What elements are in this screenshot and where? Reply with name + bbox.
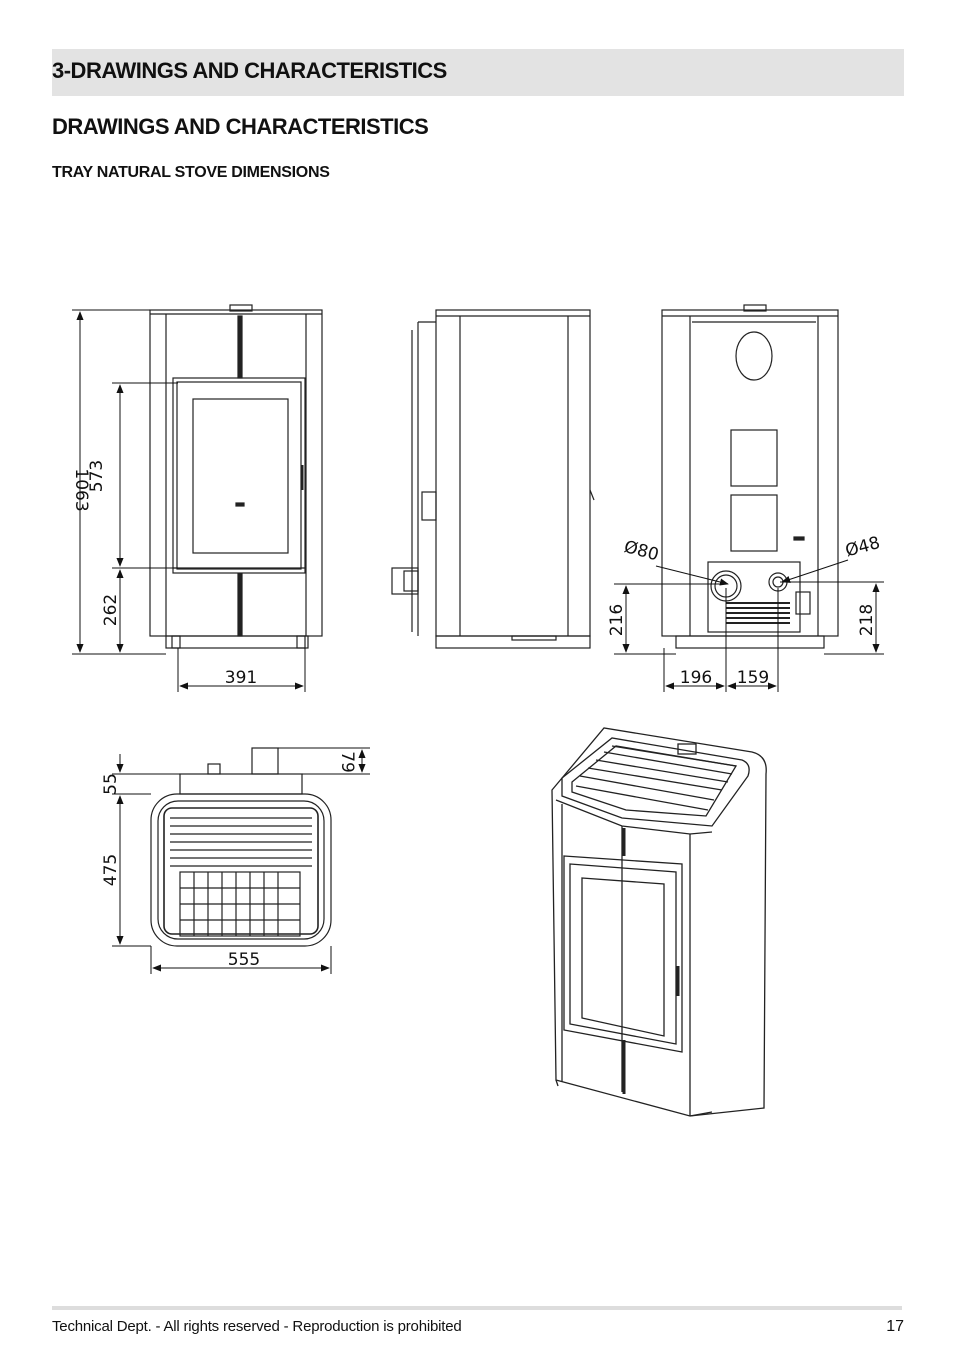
figure-subheading: TRAY NATURAL STOVE DIMENSIONS [52,164,330,181]
page-heading: DRAWINGS AND CHARACTERISTICS [52,114,429,139]
dim-top-width: 555 [228,950,260,970]
top-view-dimensions [112,747,370,974]
dim-rear-flue-height: 216 [607,604,627,636]
rear-grille-slots [726,602,790,624]
dim-top-rear-offset: 55 [101,773,121,795]
footer-text: Technical Dept. - All rights reserved - … [52,1318,462,1335]
side-view-drawing [391,309,595,649]
dim-rear-air-height: 218 [857,604,877,636]
dim-rear-air-spacing: 159 [737,668,769,688]
dim-door-width: 391 [225,668,257,688]
dim-top-depth: 475 [101,854,121,886]
section-header-bar [52,49,904,96]
dim-door-height: 573 [87,460,107,492]
footer-divider [52,1306,902,1310]
dim-front-height: 1063 [71,468,91,511]
dim-rear-flue-dia: Ø80 [622,537,661,565]
dim-base-height: 262 [101,594,121,626]
dim-rear-air-dia: Ø48 [843,533,882,561]
rear-view-dimensions [614,559,884,692]
isometric-view-drawing [551,727,767,1117]
front-view-drawing [149,304,323,649]
rear-view-drawing [661,304,839,649]
dim-top-flue-projection: 79 [337,751,357,773]
page-number: 17 [886,1318,904,1335]
front-view-dimensions [72,309,306,692]
dim-rear-flue-offset: 196 [680,668,712,688]
section-title: 3-DRAWINGS AND CHARACTERISTICS [52,58,447,83]
top-view-drawing [150,747,332,947]
